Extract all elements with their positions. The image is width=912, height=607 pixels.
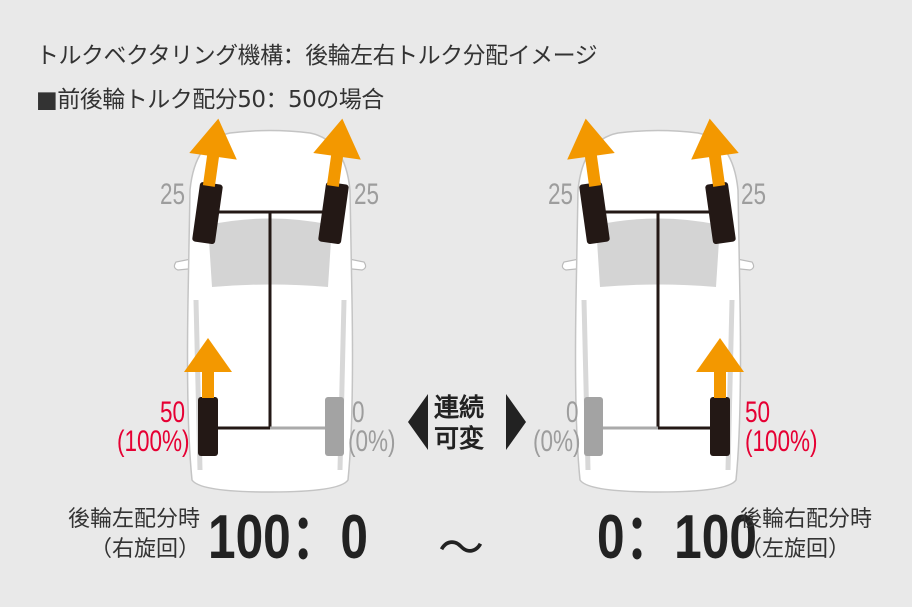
left-caption: 後輪左配分時 （右旋回） <box>50 505 200 565</box>
continuous-variable-label: 連続 可変 <box>434 392 484 454</box>
center-line1: 連続 <box>434 393 485 422</box>
right-car-front-left-value: 25 <box>548 178 574 211</box>
left-car-rear-right-value: 0 <box>352 396 365 429</box>
left-car-rear-left-value: 50 <box>160 396 186 429</box>
left-car-front-left-value: 25 <box>160 178 186 211</box>
diagram-title: トルクベクタリング機構：後輪左右トルク分配イメージ <box>36 43 598 69</box>
right-car-rear-right-pct: (100%) <box>745 425 818 458</box>
right-car-rear-right-value: 50 <box>745 396 771 429</box>
car-left-diagram <box>174 115 366 492</box>
left-car-rear-right-pct: (0%) <box>348 425 396 458</box>
arrow-right-icon <box>506 394 526 450</box>
right-ratio: 0：100 <box>597 503 757 572</box>
right-caption-line1: 後輪右配分時 <box>740 507 873 532</box>
right-caption-line2: （左旋回） <box>740 537 851 562</box>
center-line2: 可変 <box>434 424 485 453</box>
left-ratio: 100：0 <box>208 503 368 572</box>
tilde: ～ <box>438 521 484 575</box>
arrow-left-icon <box>408 394 428 450</box>
right-caption: 後輪右配分時 （左旋回） <box>740 505 872 565</box>
right-car-rear-left-pct: (0%) <box>533 425 581 458</box>
right-car-front-right-value: 25 <box>741 178 767 211</box>
diagram-subtitle: ■前後輪トルク配分50：50の場合 <box>36 87 384 113</box>
left-car-rear-left-pct: (100%) <box>117 425 190 458</box>
right-car-rear-left-value: 0 <box>566 396 579 429</box>
left-car-front-right-value: 25 <box>354 178 380 211</box>
car-right-diagram <box>562 115 754 492</box>
left-caption-line2: （右旋回） <box>89 537 200 562</box>
left-caption-line1: 後輪左配分時 <box>67 507 200 532</box>
